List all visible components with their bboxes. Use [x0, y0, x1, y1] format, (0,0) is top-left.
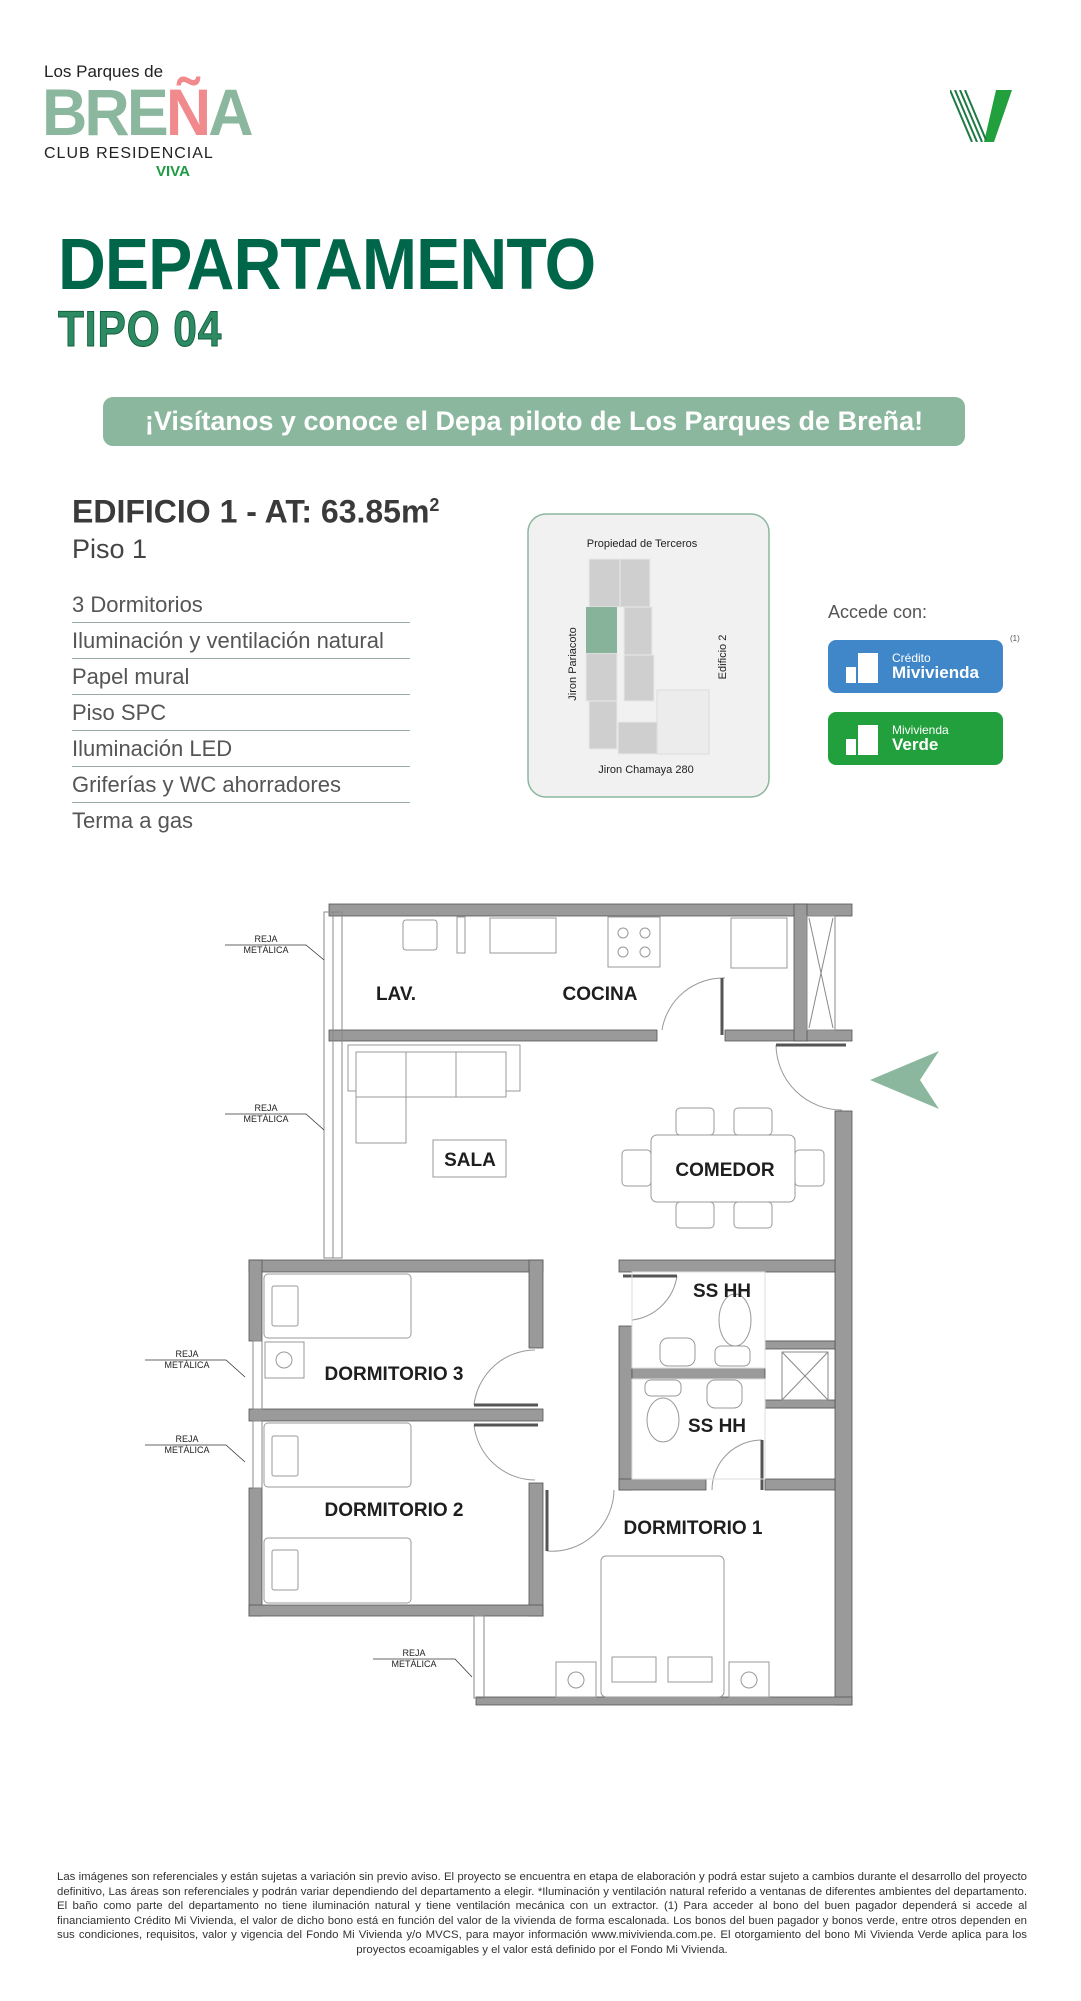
walls: [248, 903, 853, 1706]
svg-text:REJA: REJA: [402, 1648, 425, 1658]
feature-item: Piso SPC: [72, 696, 410, 731]
svg-text:REJA: REJA: [254, 1103, 277, 1113]
visit-banner-text: ¡Visítanos y conoce el Depa piloto de Lo…: [144, 406, 924, 436]
room-label-dormitorio-3: DORMITORIO 3: [325, 1364, 464, 1385]
logo-viva: VIVA: [156, 163, 190, 180]
svg-text:REJA: REJA: [175, 1349, 198, 1359]
site-plan-unit-highlight: [586, 607, 617, 653]
feature-item: Griferías y WC ahorradores: [72, 768, 410, 803]
viva-v-logo-icon: [950, 90, 1012, 142]
page-title: DEPARTAMENTO: [58, 225, 596, 305]
svg-text:METÁLICA: METÁLICA: [164, 1360, 209, 1370]
room-label-sala: SALA: [444, 1150, 496, 1171]
site-plan-bottom-label: Jiron Chamaya 280: [598, 764, 693, 776]
bathroom-tiles: [631, 1271, 766, 1480]
badge-line2: Mivivienda: [892, 663, 979, 682]
reja-leaders: [145, 944, 473, 1678]
disclaimer: Las imágenes son referenciales y están s…: [57, 1871, 1027, 1956]
svg-text:METÁLICA: METÁLICA: [243, 1114, 288, 1124]
logo-brand-c: A: [208, 75, 253, 149]
features-list: 3 Dormitorios Iluminación y ventilación …: [72, 588, 410, 839]
badge-line1: Crédito: [892, 651, 931, 665]
feature-item: Iluminación LED: [72, 732, 410, 767]
site-plan: Propiedad de Terceros Jiron Chamaya 280 …: [527, 513, 770, 798]
site-plan-buildings: [585, 558, 710, 755]
svg-text:METÁLICA: METÁLICA: [164, 1445, 209, 1455]
room-label-sshh-2: SS HH: [688, 1416, 746, 1437]
svg-text:REJA: REJA: [254, 934, 277, 944]
unit-area-sup: 2: [429, 495, 440, 515]
room-label-dormitorio-1: DORMITORIO 1: [624, 1518, 763, 1539]
feature-item: Papel mural: [72, 660, 410, 695]
room-label-sshh-1: SS HH: [693, 1281, 751, 1302]
badge-line2: Verde: [892, 735, 939, 754]
logo-brand-a: BRE: [42, 75, 169, 149]
furniture: [263, 916, 825, 1698]
windows: [252, 911, 836, 1699]
room-label-lav: LAV.: [376, 984, 416, 1005]
floor-plan: LAV. COCINA SALA COMEDOR SS HH SS HH DOR…: [145, 903, 939, 1706]
sala-label-box: [432, 1139, 507, 1178]
building-icon: [846, 723, 882, 755]
logo-club: CLUB RESIDENCIAL: [44, 145, 214, 162]
site-plan-left-label: Jiron Pariacoto: [567, 627, 579, 700]
building-icon: [846, 651, 882, 683]
feature-item: Terma a gas: [72, 808, 194, 833]
room-labels: LAV. COCINA SALA COMEDOR SS HH SS HH DOR…: [325, 984, 775, 1539]
feature-item: Iluminación y ventilación natural: [72, 624, 410, 659]
logo-tagline: Los Parques de: [44, 62, 164, 81]
room-label-comedor: COMEDOR: [675, 1160, 775, 1181]
logo-brand-b: Ñ: [165, 75, 211, 149]
page-subtitle: TIPO 04: [58, 301, 223, 357]
logo-brand: BREÑA: [42, 79, 254, 145]
financing-label: Accede con:: [828, 602, 928, 622]
financing-note: (1): [1010, 634, 1020, 643]
entrance-arrow-icon: [870, 1051, 939, 1109]
site-plan-right-label: Edificio 2: [717, 635, 729, 680]
room-label-cocina: COCINA: [563, 984, 638, 1005]
doors: [473, 977, 846, 1552]
svg-text:REJA: REJA: [175, 1434, 198, 1444]
badge-line1: Mivivienda: [892, 723, 949, 737]
feature-item: 3 Dormitorios: [72, 588, 410, 623]
room-label-dormitorio-2: DORMITORIO 2: [325, 1500, 464, 1521]
site-plan-top-label: Propiedad de Terceros: [587, 538, 698, 550]
unit-floor: Piso 1: [72, 534, 148, 564]
unit-building-text: EDIFICIO 1 - AT: 63.85m: [72, 493, 430, 530]
svg-text:METÁLICA: METÁLICA: [391, 1659, 436, 1669]
svg-text:METÁLICA: METÁLICA: [243, 945, 288, 955]
unit-building-area: EDIFICIO 1 - AT: 63.85m2: [72, 486, 439, 531]
visit-banner[interactable]: ¡Visítanos y conoce el Depa piloto de Lo…: [103, 397, 965, 446]
